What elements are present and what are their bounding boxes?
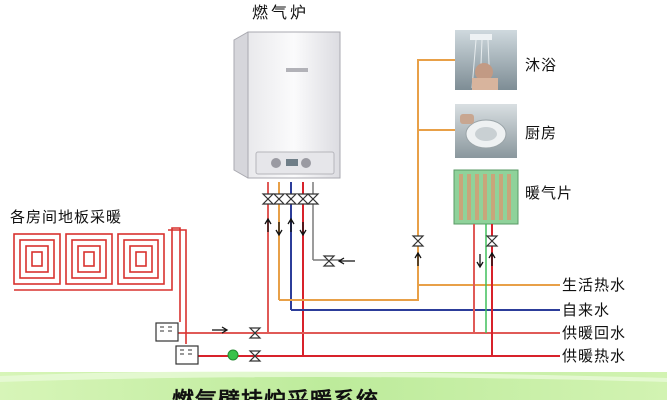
boiler-valve-row xyxy=(261,193,320,205)
fixture-valves xyxy=(248,235,499,362)
flow-arrows-network xyxy=(212,251,496,334)
kitchen-image xyxy=(455,104,517,158)
pipe-label-heating-return: 供暖回水 xyxy=(562,324,626,342)
shower-image xyxy=(455,30,517,90)
footer-title: 燃气壁挂炉采暖系统 xyxy=(172,388,379,400)
pipe-label-heating-supply: 供暖热水 xyxy=(562,347,626,365)
boiler-label: 燃气炉 xyxy=(252,3,309,22)
manifold-supply xyxy=(175,345,199,365)
floor-heating-label: 各房间地板采暖 xyxy=(10,208,122,226)
boiler-knob-left xyxy=(271,158,281,168)
boiler-brand-logo xyxy=(286,68,308,72)
footer-band-highlight xyxy=(0,371,667,382)
circulation-pump xyxy=(227,349,239,361)
pipe-label-domestic-hot-water: 生活热水 xyxy=(562,276,626,294)
radiator xyxy=(453,169,519,225)
manifold-return xyxy=(155,322,179,342)
boiler-display xyxy=(286,159,298,166)
fixture-label-kitchen: 厨房 xyxy=(525,124,557,142)
pipe-domestic-hot-water xyxy=(279,59,560,301)
flow-arrows-boiler xyxy=(264,217,307,237)
pipe-heating-supply xyxy=(196,224,560,357)
boiler-knob-right xyxy=(301,158,311,168)
pipe-label-tap-water: 自来水 xyxy=(562,301,610,319)
pipe-heating-return xyxy=(178,224,560,334)
fixture-label-shower: 沐浴 xyxy=(525,56,557,74)
gas-boiler xyxy=(233,31,341,179)
floor-heating-coils xyxy=(13,227,187,344)
drain-valve xyxy=(322,255,355,267)
fixture-label-radiator: 暖气片 xyxy=(525,184,573,202)
